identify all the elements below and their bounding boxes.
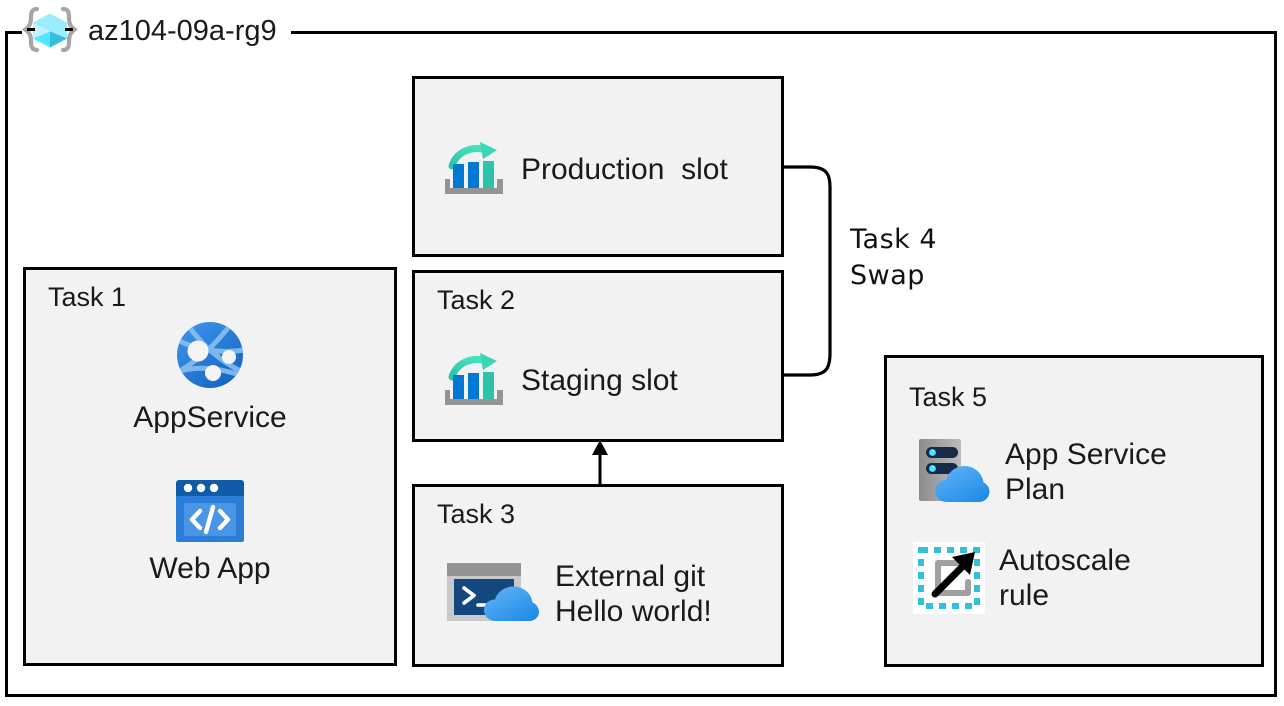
- appservice-caption: AppService: [133, 401, 287, 434]
- task5-title: Task 5: [909, 382, 988, 412]
- app-service-plan-row: App Service Plan: [913, 436, 1167, 508]
- resource-group-header: az104-09a-rg9: [22, 2, 285, 60]
- webapp-caption: Web App: [149, 552, 271, 585]
- autoscale-rule-row: Autoscale rule: [913, 542, 1131, 614]
- staging-slot-label: Staging slot: [521, 364, 678, 398]
- app-service-globe-icon: [177, 322, 243, 388]
- app-service-plan-label: App Service Plan: [1005, 437, 1167, 506]
- deployment-slot-icon: [445, 353, 503, 405]
- task5-box[interactable]: Task 5 App Service Plan: [884, 355, 1264, 667]
- autoscale-rule-label: Autoscale rule: [999, 543, 1131, 612]
- autoscale-rule-icon: [913, 542, 985, 614]
- task1-box[interactable]: Task 1 AppSe: [23, 267, 397, 666]
- task3-label: External git Hello world!: [555, 560, 712, 629]
- web-app-code-window-icon: [176, 480, 244, 542]
- task3-content-row: External git Hello world!: [445, 559, 712, 630]
- cloud-shell-terminal-icon: [447, 563, 539, 622]
- production-slot-row: Production slot: [445, 141, 728, 199]
- deployment-slot-icon: [445, 142, 503, 194]
- deploy-arrow-task3-to-task2: [592, 440, 608, 488]
- staging-slot-row: Staging slot: [445, 352, 678, 410]
- resource-group-cube-icon: [22, 6, 78, 53]
- task2-title: Task 2: [437, 285, 516, 315]
- production-slot-label: Production slot: [521, 153, 728, 187]
- production-slot-box[interactable]: Production slot: [412, 76, 784, 257]
- resource-group-title: az104-09a-rg9: [88, 14, 285, 48]
- task1-title: Task 1: [48, 282, 127, 312]
- task2-box[interactable]: Task 2 Staging slot: [412, 270, 784, 442]
- swap-label: Task 4 Swap: [850, 224, 938, 291]
- resource-group-frame: [5, 31, 1277, 697]
- app-service-plan-server-cloud-icon: [919, 439, 990, 502]
- task3-title: Task 3: [437, 499, 516, 529]
- task1-appservice-group: AppService: [26, 315, 394, 435]
- task1-webapp-group: Web App: [26, 478, 394, 586]
- swap-bracket-connector: [770, 165, 832, 377]
- task3-box[interactable]: Task 3 Ext: [412, 484, 784, 667]
